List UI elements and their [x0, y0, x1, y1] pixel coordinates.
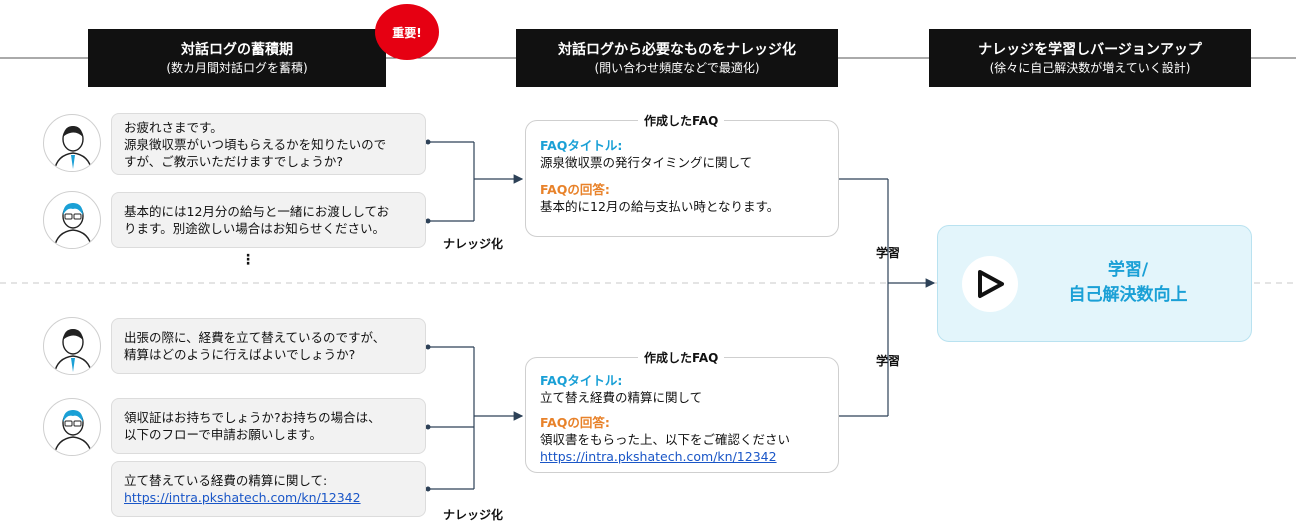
- person-icon: [43, 398, 101, 456]
- faq-title: 源泉徴収票の発行タイミングに関して: [540, 155, 753, 170]
- faq-answer: 領収書をもらった上、以下をご確認ください: [540, 432, 791, 447]
- bubble-line: すが、ご教示いただけますでしょうか?: [124, 153, 344, 169]
- play-logo-icon: [962, 256, 1018, 312]
- knowledge-label: ナレッジ化: [443, 237, 504, 251]
- bubble-line: 領収証はお持ちでしょうか?お持ちの場合は、: [124, 410, 381, 425]
- learn-label: 学習: [876, 354, 901, 368]
- faq-card: FAQタイトル: 源泉徴収票の発行タイミングに関して FAQの回答: 基本的に1…: [525, 120, 839, 237]
- phase-header-2: 対話ログから必要なものをナレッジ化 (問い合わせ頻度などで最適化): [516, 29, 838, 87]
- faq-title-label: FAQタイトル:: [540, 138, 623, 153]
- learn-label: 学習: [876, 246, 901, 260]
- bubble-line: ります。別途欲しい場合はお知らせください。: [124, 221, 386, 236]
- chat-bubble-answer: 領収証はお持ちでしょうか?お持ちの場合は、 以下のフローで申請お願いします。: [111, 398, 426, 454]
- ellipsis-icon: ⋮: [241, 252, 255, 268]
- phase-subtitle: (数カ月間対話ログを蓄積): [166, 60, 308, 75]
- result-box: 学習/ 自己解決数向上: [937, 225, 1252, 342]
- important-badge: 重要!: [375, 4, 439, 60]
- person-icon: [43, 191, 101, 249]
- phase-title: 対話ログの蓄積期: [181, 41, 293, 58]
- bubble-line: 以下のフローで申請お願いします。: [124, 427, 323, 442]
- bubble-line: 出張の際に、経費を立て替えているのですが、: [124, 330, 386, 345]
- faq-answer-label: FAQの回答:: [540, 182, 610, 197]
- knowledge-link[interactable]: https://intra.pkshatech.com/kn/12342: [124, 490, 361, 505]
- bubble-line: 立て替えている経費の精算に関して:: [124, 473, 328, 488]
- phase-header-3: ナレッジを学習しバージョンアップ (徐々に自己解決数が増えていく設計): [929, 29, 1251, 87]
- bubble-line: お疲れさまです。: [124, 119, 223, 135]
- person-icon: [43, 114, 101, 172]
- faq-caption: 作成したFAQ: [638, 349, 725, 366]
- chat-bubble-link: 立て替えている経費の精算に関して: https://intra.pkshatec…: [111, 461, 426, 517]
- phase-title: 対話ログから必要なものをナレッジ化: [558, 41, 796, 58]
- faq-title: 立て替え経費の精算に関して: [540, 390, 703, 405]
- phase-subtitle: (問い合わせ頻度などで最適化): [594, 60, 760, 75]
- result-line: 自己解決数向上: [1068, 285, 1188, 305]
- knowledge-label: ナレッジ化: [443, 508, 504, 522]
- bubble-line: 源泉徴収票がいつ頃もらえるかを知りたいので: [124, 136, 387, 152]
- faq-title-label: FAQタイトル:: [540, 373, 623, 388]
- bubble-line: 精算はどのように行えばよいでしょうか?: [124, 347, 356, 362]
- faq-caption: 作成したFAQ: [638, 112, 725, 129]
- phase-title: ナレッジを学習しバージョンアップ: [978, 41, 1202, 58]
- person-icon: [43, 317, 101, 375]
- phase-subtitle: (徐々に自己解決数が増えていく設計): [989, 60, 1191, 75]
- faq-card: FAQタイトル: 立て替え経費の精算に関して FAQの回答: 領収書をもらった上…: [525, 357, 839, 473]
- faq-link[interactable]: https://intra.pkshatech.com/kn/12342: [540, 449, 777, 464]
- chat-bubble-question: お疲れさまです。 源泉徴収票がいつ頃もらえるかを知りたいので すが、ご教示いただ…: [111, 113, 426, 175]
- chat-bubble-answer: 基本的には12月分の給与と一緒にお渡ししてお ります。別途欲しい場合はお知らせく…: [111, 192, 426, 248]
- faq-answer: 基本的に12月の給与支払い時となります。: [540, 199, 780, 214]
- result-line: 学習/: [1107, 260, 1149, 280]
- bubble-line: 基本的には12月分の給与と一緒にお渡ししてお: [124, 204, 390, 219]
- phase-header-1: 対話ログの蓄積期 (数カ月間対話ログを蓄積): [88, 29, 386, 87]
- result-text: 学習/ 自己解決数向上: [1028, 258, 1228, 308]
- faq-answer-label: FAQの回答:: [540, 415, 610, 430]
- chat-bubble-question: 出張の際に、経費を立て替えているのですが、 精算はどのように行えばよいでしょうか…: [111, 318, 426, 374]
